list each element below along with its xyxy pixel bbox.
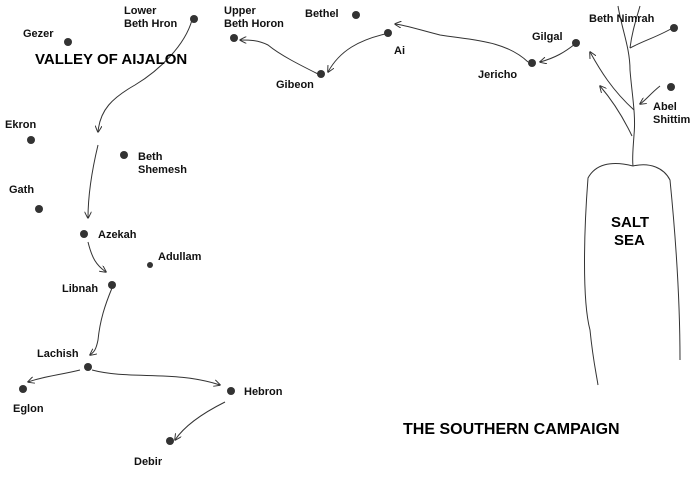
label-beth-shemesh-2: Shemesh xyxy=(138,164,187,176)
route-gibeon-upper-beth-horon xyxy=(240,40,319,75)
sea-label-line-1: SALT xyxy=(611,214,649,231)
label-bethel: Bethel xyxy=(305,8,339,20)
place-dot-gath xyxy=(35,205,43,213)
place-dot-abel-shittim xyxy=(667,83,675,91)
route-abel-shittim-approach xyxy=(640,85,661,104)
place-dot-bethel xyxy=(352,11,360,19)
place-dot-ekron xyxy=(27,136,35,144)
label-lower-beth-hron-1: Lower xyxy=(124,5,157,17)
label-gath: Gath xyxy=(9,184,34,196)
label-azekah: Azekah xyxy=(98,229,137,241)
place-dot-ai xyxy=(384,29,392,37)
label-lower-beth-hron-2: Beth Hron xyxy=(124,18,177,30)
place-dot-libnah xyxy=(108,281,116,289)
place-dot-beth-shemesh xyxy=(120,151,128,159)
label-libnah: Libnah xyxy=(62,283,98,295)
route-hebron-debir xyxy=(175,401,226,440)
label-adullam: Adullam xyxy=(158,251,202,263)
salt-sea-shore xyxy=(584,163,634,386)
route-lower-beth-hron-aijalon xyxy=(98,19,193,132)
label-eglon: Eglon xyxy=(13,403,44,415)
route-azekah-libnah xyxy=(87,241,106,272)
place-dot-upper-beth-horon xyxy=(230,34,238,42)
route-ai-gibeon xyxy=(328,33,386,72)
sea-label-line-2: SEA xyxy=(614,232,645,249)
label-lachish: Lachish xyxy=(37,348,79,360)
label-jericho: Jericho xyxy=(478,69,517,81)
route-libnah-lachish xyxy=(90,287,113,355)
label-gezer: Gezer xyxy=(23,28,54,40)
label-ekron: Ekron xyxy=(5,119,36,131)
route-jericho-ai xyxy=(395,24,529,63)
campaign-routes xyxy=(28,19,661,440)
label-beth-nimrah: Beth Nimrah xyxy=(589,13,655,25)
place-dot-azekah xyxy=(80,230,88,238)
place-dot-gezer xyxy=(64,38,72,46)
label-debir: Debir xyxy=(134,456,163,468)
label-hebron: Hebron xyxy=(244,386,283,398)
place-dot-debir xyxy=(166,437,174,445)
place-dot-gibeon xyxy=(317,70,325,78)
place-dot-adullam xyxy=(147,262,153,268)
place-dot-eglon xyxy=(19,385,27,393)
route-abel-shittim-gilgal xyxy=(590,52,635,111)
label-abel-shittim-1: Abel xyxy=(653,101,677,113)
route-gilgal-jericho xyxy=(540,43,576,62)
route-aijalon-azekah xyxy=(88,144,99,218)
place-dot-lower-beth-hron xyxy=(190,15,198,23)
label-upper-beth-horon-2: Beth Horon xyxy=(224,18,284,30)
label-ai: Ai xyxy=(394,45,405,57)
place-dot-jericho xyxy=(528,59,536,67)
route-beth-nimrah-gilgal xyxy=(600,86,633,137)
region-label-valley-of-aijalon: VALLEY OF AIJALON xyxy=(35,51,187,68)
label-gibeon: Gibeon xyxy=(276,79,314,91)
place-dot-hebron xyxy=(227,387,235,395)
label-gilgal: Gilgal xyxy=(532,31,563,43)
place-markers xyxy=(19,11,678,445)
label-upper-beth-horon-1: Upper xyxy=(224,5,257,17)
salt-sea-shore-east xyxy=(632,164,681,361)
label-abel-shittim-2: Shittim xyxy=(653,114,690,126)
map-title: THE SOUTHERN CAMPAIGN xyxy=(403,421,620,438)
label-beth-shemesh-1: Beth xyxy=(138,151,163,163)
place-dot-beth-nimrah xyxy=(670,24,678,32)
route-lachish-hebron xyxy=(91,369,220,385)
place-labels: Gezer Lower Beth Hron Upper Beth Horon B… xyxy=(5,5,690,468)
place-dot-gilgal xyxy=(572,39,580,47)
place-dot-lachish xyxy=(84,363,92,371)
route-lachish-eglon xyxy=(28,369,81,382)
